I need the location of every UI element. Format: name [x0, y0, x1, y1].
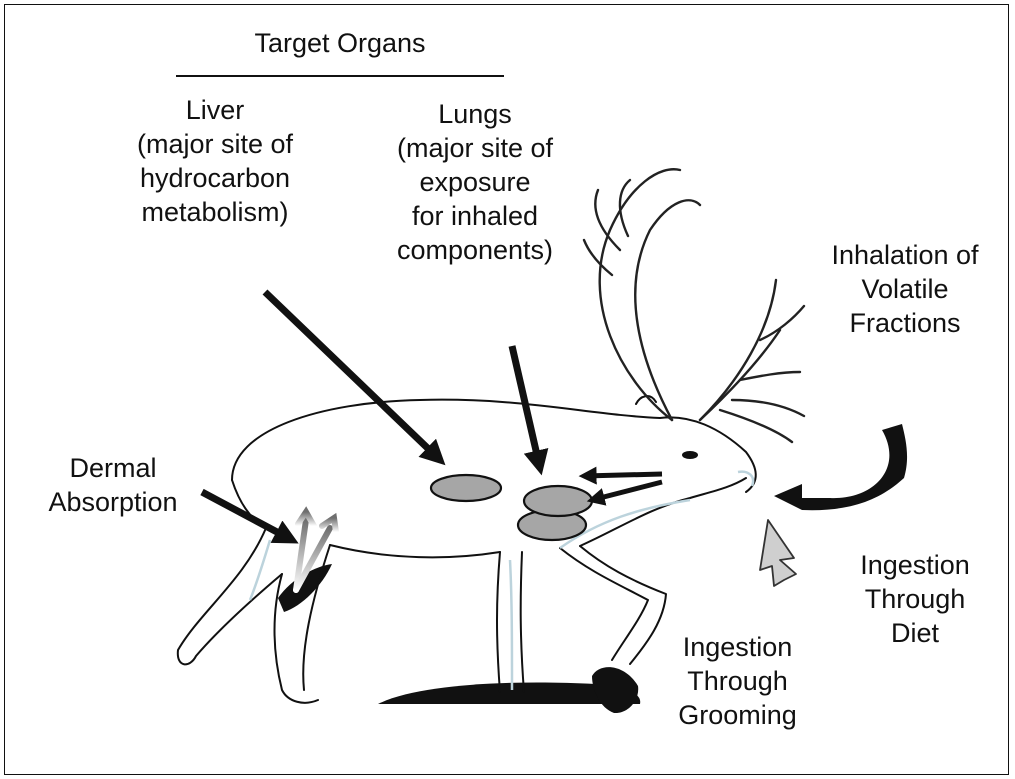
diet-arrow: [760, 520, 796, 586]
lungs-label: Lungs (major site of exposure for inhale…: [345, 97, 605, 267]
title-underline: [176, 75, 504, 77]
hoof-shadow: [592, 667, 638, 713]
target-organs-title: Target Organs: [170, 26, 510, 60]
dermal-arrow: [202, 492, 292, 540]
dermal-absorption-label: Dermal Absorption: [18, 451, 208, 519]
lung-oval-upper: [524, 486, 592, 516]
inhalation-label: Inhalation of Volatile Fractions: [800, 238, 1010, 340]
inhaled-arrow-upper: [584, 474, 662, 476]
ingestion-grooming-label: Ingestion Through Grooming: [650, 630, 825, 732]
liver-label: Liver (major site of hydrocarbon metabol…: [95, 93, 335, 229]
liver-arrow: [265, 292, 440, 460]
liver-oval: [431, 475, 501, 501]
eye-icon: [682, 451, 698, 459]
ingestion-diet-label: Ingestion Through Diet: [830, 548, 1000, 650]
antlers: [584, 169, 804, 442]
lungs-arrow: [512, 346, 540, 468]
inhaled-arrow-lower: [592, 482, 662, 500]
inhalation-arrow: [774, 424, 907, 510]
